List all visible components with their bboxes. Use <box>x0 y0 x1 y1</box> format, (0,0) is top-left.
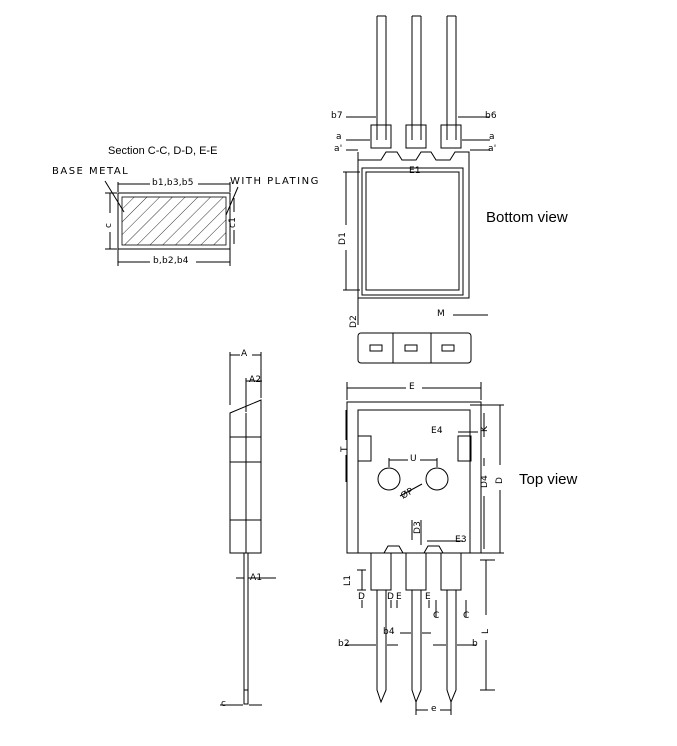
dim-a-left: a <box>336 132 342 142</box>
dim-E1: E1 <box>409 166 421 176</box>
dim-c-side: c <box>221 699 227 709</box>
section-title: Section C-C, D-D, E-E <box>108 145 218 157</box>
dim-b2: b2 <box>338 639 350 649</box>
section-mark-E2: E <box>425 592 431 602</box>
dim-E: E <box>409 382 415 392</box>
dim-D1: D1 <box>338 231 348 245</box>
dim-E4: E4 <box>431 426 443 436</box>
bottom-view <box>343 15 490 364</box>
dim-D2: D2 <box>349 314 359 328</box>
bottom-view-label: Bottom view <box>486 209 568 226</box>
dim-L1: L1 <box>343 574 353 586</box>
dim-b6: b6 <box>485 111 497 121</box>
dim-c1-section: c1 <box>228 216 238 228</box>
dim-A2: A2 <box>249 375 262 385</box>
dim-a2-left: a' <box>334 144 343 154</box>
dim-A: A <box>241 349 248 359</box>
dim-e: e <box>431 704 437 714</box>
dim-E3: E3 <box>455 535 467 545</box>
with-plating-label: WITH PLATING <box>230 176 320 187</box>
dim-K: K <box>480 425 490 432</box>
dim-D3: D3 <box>413 520 423 534</box>
dim-T: T <box>340 446 350 452</box>
section-view <box>104 180 239 266</box>
dim-b4: b4 <box>383 627 395 637</box>
dim-b: b <box>472 639 478 649</box>
dim-D: D <box>495 476 505 484</box>
dim-L: L <box>481 628 491 634</box>
dim-A1: A1 <box>250 573 263 583</box>
section-mark-C1: C <box>433 611 440 621</box>
dim-b1-b3-b5: b1,b3,b5 <box>152 178 194 188</box>
section-mark-C2: C <box>463 611 470 621</box>
top-view <box>345 382 504 715</box>
section-mark-D1: D <box>358 592 366 602</box>
side-view <box>220 352 276 706</box>
top-view-label: Top view <box>519 471 578 488</box>
dim-U: U <box>410 454 417 464</box>
base-metal-label: BASE METAL <box>52 166 130 177</box>
dim-D4: D4 <box>480 474 490 488</box>
section-mark-D2: D <box>387 592 395 602</box>
dim-c-section: c <box>104 222 114 228</box>
dim-b7: b7 <box>331 111 343 121</box>
dim-M: M <box>437 309 445 319</box>
dim-a2-right: a' <box>488 144 497 154</box>
dim-a-right: a <box>489 132 495 142</box>
dim-b-b2-b4: b,b2,b4 <box>153 256 189 266</box>
section-mark-E1: E <box>396 592 402 602</box>
